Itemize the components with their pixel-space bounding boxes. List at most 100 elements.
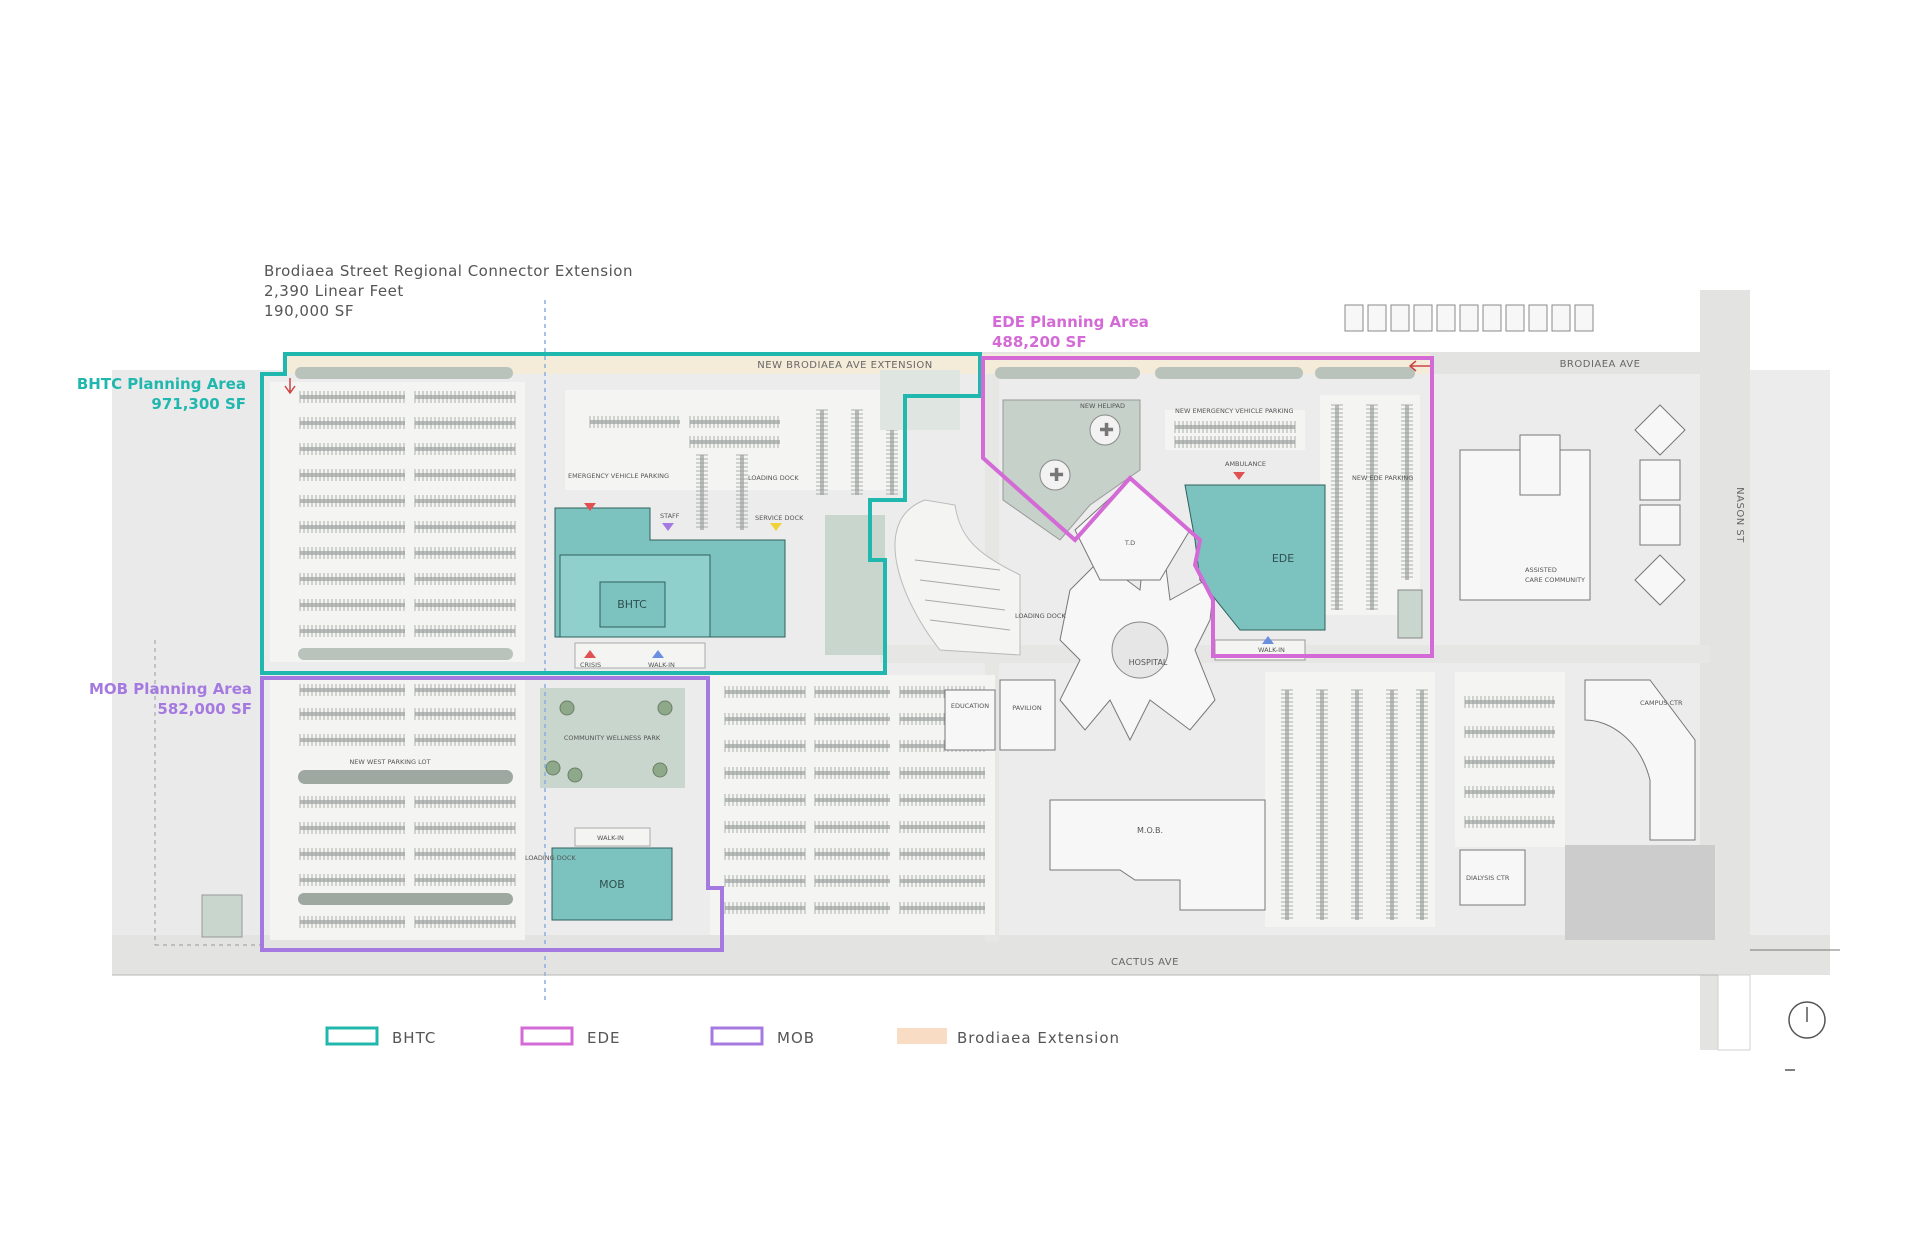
parking-aisle (415, 577, 515, 581)
ede-area-label: EDE Planning Area (992, 313, 1149, 331)
crisis-label: CRISIS (580, 661, 601, 669)
cactus-ave-road (112, 935, 1830, 975)
ede-building-label: EDE (1272, 552, 1294, 565)
parking-aisle (1405, 405, 1409, 580)
parking-aisle (300, 878, 405, 882)
parking-aisle (890, 410, 894, 495)
legend-ede-label: EDE (587, 1029, 621, 1047)
crisis-marker (584, 650, 596, 658)
parking-aisle (900, 906, 985, 910)
parking-aisle (1465, 790, 1555, 794)
mob-south-median (298, 893, 513, 905)
parking-aisle (815, 717, 890, 721)
bhtc-loading-area (574, 642, 706, 669)
header-area: 190,000 SF (264, 302, 354, 320)
legend: BHTC EDE MOB Brodiaea Extension (325, 1026, 1119, 1047)
mob-new-building (551, 847, 673, 921)
mob-parking-stalls (299, 684, 516, 928)
parking-aisle (740, 455, 744, 530)
brodiaea-median-4 (1315, 367, 1415, 379)
walk-in-mob-label: WALK-IN (597, 834, 624, 842)
staff-marker (662, 523, 674, 531)
brodiaea-median-1 (295, 367, 513, 379)
ambulance-marker (1233, 472, 1245, 480)
parking-aisle (1420, 690, 1424, 920)
parking-aisle (300, 852, 405, 856)
parking-aisle (415, 920, 515, 924)
legend-bhtc-label: BHTC (392, 1029, 436, 1047)
parking-aisle (300, 712, 405, 716)
parking-aisle (815, 771, 890, 775)
parking-aisle (900, 852, 985, 856)
parking-aisle (300, 551, 405, 555)
legend-mob-swatch (710, 1026, 764, 1046)
nason-st-south (1717, 974, 1751, 1051)
parking-aisle (855, 410, 859, 495)
parking-aisle (700, 455, 704, 530)
new-helipad-label: NEW HELIPAD (1080, 402, 1125, 410)
green-strip-mid (880, 370, 960, 430)
loading-dock-mob-label: LOADING DOCK (525, 854, 576, 862)
walk-in-ede-marker (1262, 636, 1274, 644)
parking-aisle (415, 525, 515, 529)
parking-aisle (690, 420, 780, 424)
legend-brodiaea-swatch (897, 1028, 947, 1044)
bhtc-parking-stalls (299, 391, 516, 637)
parking-aisle (300, 421, 405, 425)
parking-aisle (900, 879, 985, 883)
mob-area-label: MOB Planning Area (89, 680, 252, 698)
parking-aisle (300, 447, 405, 451)
parking-aisle (415, 499, 515, 503)
new-emergency-parking-label: NEW EMERGENCY VEHICLE PARKING (1175, 407, 1294, 415)
far-east-parking-stalls (1464, 696, 1555, 828)
walk-in-bhtc-label: WALK-IN (648, 661, 675, 669)
emergency-parking-stalls (1174, 421, 1296, 448)
north-arrow-icon (1788, 1001, 1826, 1039)
parking-aisle (900, 825, 985, 829)
pavilion-building (999, 679, 1056, 751)
parking-aisle (300, 603, 405, 607)
parking-aisle (690, 440, 780, 444)
legend-bhtc-swatch (325, 1026, 379, 1046)
parking-aisle (1370, 405, 1374, 610)
emergency-vehicle-marker (584, 503, 596, 511)
west-green-pad (201, 894, 243, 938)
legend-mob-label: MOB (777, 1029, 815, 1047)
parking-aisle (900, 717, 985, 721)
staff-label: STAFF (660, 512, 680, 520)
bhtc-core-block (599, 581, 666, 628)
mob-median (298, 770, 513, 784)
helipad-bottom-cross: ✚ (1049, 465, 1064, 485)
parking-aisle (300, 826, 405, 830)
parking-aisle (300, 629, 405, 633)
service-dock-label: SERVICE DOCK (755, 514, 804, 522)
parking-aisle (415, 629, 515, 633)
campus-ctr-building (1584, 679, 1696, 841)
parking-aisle (415, 852, 515, 856)
parking-aisle (1355, 690, 1359, 920)
campus-ctr-label: CAMPUS CTR (1640, 699, 1683, 707)
southeast-plaza (1565, 845, 1715, 940)
bhtc-area-size: 971,300 SF (151, 395, 246, 413)
education-label: EDUCATION (951, 702, 989, 710)
ede-area-size: 488,200 SF (992, 333, 1087, 351)
parking-aisle (415, 603, 515, 607)
parking-aisle (415, 447, 515, 451)
emergency-vehicle-parking-label: EMERGENCY VEHICLE PARKING (568, 472, 669, 480)
parking-aisle (1320, 690, 1324, 920)
parking-aisle (900, 798, 985, 802)
td-label: T.D (1124, 539, 1135, 547)
parking-aisle (415, 551, 515, 555)
east-parking-stalls (1281, 689, 1428, 920)
assisted-care-label-2: CARE COMMUNITY (1525, 576, 1585, 584)
parking-aisle (1465, 760, 1555, 764)
brodiaea-median-2 (995, 367, 1140, 379)
mob-existing-building (1049, 799, 1266, 911)
new-west-parking-lot-label: NEW WEST PARKING LOT (349, 758, 430, 766)
assisted-care-wing (1519, 434, 1561, 496)
parking-aisle (415, 878, 515, 882)
parking-aisle (415, 473, 515, 477)
park-trees (545, 700, 673, 783)
helipad-top-cross: ✚ (1099, 420, 1114, 440)
parking-aisle (815, 825, 890, 829)
